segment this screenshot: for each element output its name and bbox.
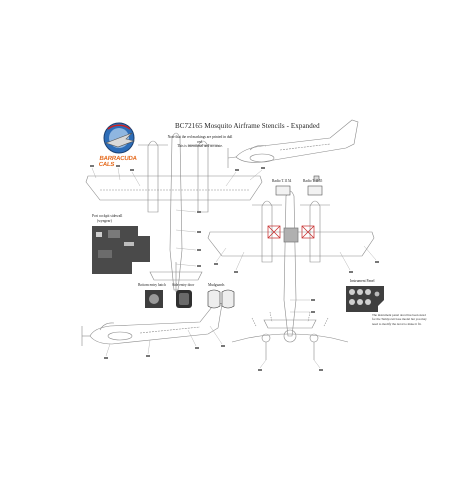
label-instrument-panel: Instrument Panel xyxy=(350,279,375,283)
bottom-entry-hatch-decal xyxy=(145,290,163,308)
instrument-panel-decal xyxy=(346,286,384,312)
label-radio-t1154: Radio T.1154 xyxy=(272,179,292,183)
label-side-door: Side entry door xyxy=(172,283,195,287)
stencil-number-ticks xyxy=(90,165,379,371)
sheet-title: BC72165 Mosquito Airframe Stencils - Exp… xyxy=(175,122,320,130)
label-radio-t1155: Radio T.1155 xyxy=(303,179,323,183)
barracuda-logo xyxy=(103,122,136,154)
color-note-line-1: Note that the red markings are printed i… xyxy=(167,135,233,144)
brand-wordmark: BARRACUDA CALS xyxy=(98,156,137,168)
label-port-cockpit: Port cockpit sidewall xyxy=(92,214,123,218)
label-port-cockpit-sub: (wyngear) xyxy=(97,219,112,223)
stencil-callout-lines xyxy=(91,167,377,369)
instrument-panel-note: The instrument panel decal has been size… xyxy=(372,313,427,326)
red-stencil-markings xyxy=(267,225,315,243)
label-mudguards: Mudguards xyxy=(208,283,225,287)
port-cockpit-sidewall-decal xyxy=(92,226,150,274)
side-entry-door-decal xyxy=(176,290,192,308)
color-note: Note that the red markings are printed i… xyxy=(165,135,235,149)
radio-stencil-boxes xyxy=(275,175,323,196)
label-bottom-hatch: Bottom entry hatch xyxy=(138,283,166,287)
side-view-bottom xyxy=(81,301,223,346)
top-view-plan xyxy=(85,132,263,292)
front-view xyxy=(231,311,349,360)
underside-view-plan xyxy=(207,190,375,337)
mudguards-decal xyxy=(207,289,235,309)
color-note-line-2: This is intentional and accurate. xyxy=(177,144,223,149)
side-view-top xyxy=(227,119,359,168)
